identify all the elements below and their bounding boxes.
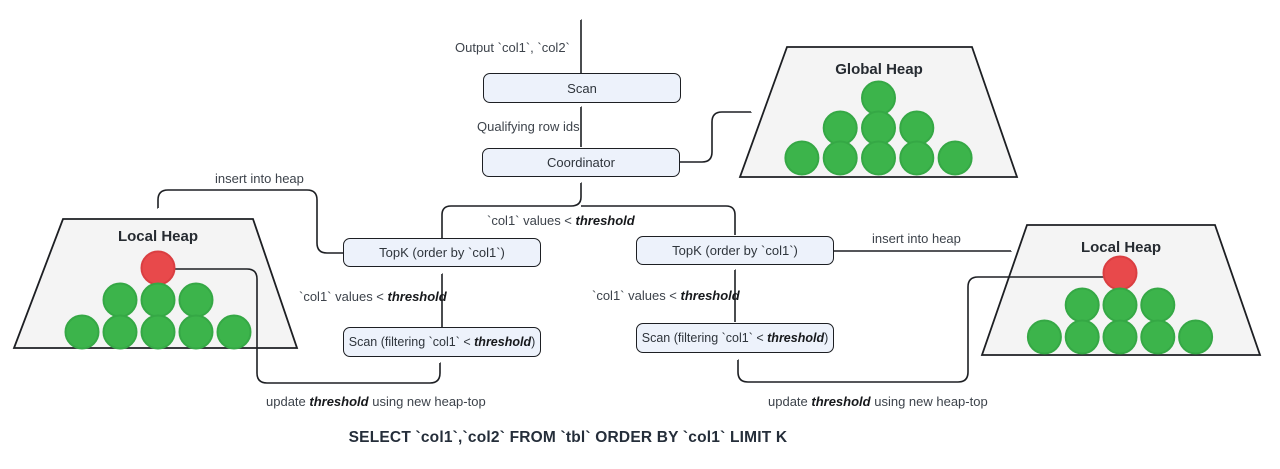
insert-into-heap-label-left: insert into heap bbox=[215, 171, 304, 186]
heap-node bbox=[1140, 319, 1176, 355]
scan-filter-right-label: Scan (filtering `col1` < threshold) bbox=[642, 331, 829, 345]
scan-output-box: Scan bbox=[483, 73, 681, 103]
scan-filter-left-em: threshold bbox=[474, 335, 532, 349]
scan-filter-right-box: Scan (filtering `col1` < threshold) bbox=[636, 323, 834, 353]
scan-filter-left-post: ) bbox=[531, 335, 536, 349]
heap-node bbox=[861, 80, 896, 116]
global-heap-nodes bbox=[784, 80, 973, 176]
threshold-label-left: `col1` values < threshold bbox=[299, 289, 447, 304]
heap-node bbox=[1140, 287, 1176, 323]
update-threshold-label-left: update threshold using new heap-top bbox=[266, 394, 486, 409]
heap-node bbox=[861, 110, 896, 146]
heap-node bbox=[1102, 319, 1138, 355]
scan-filter-left-box: Scan (filtering `col1` < threshold) bbox=[343, 327, 541, 357]
global-heap-title: Global Heap bbox=[835, 61, 923, 78]
topk-right-to-coordinator-edge bbox=[581, 205, 736, 235]
scan-filter-right-pre: Scan (filtering `col1` < bbox=[641, 331, 768, 345]
topk-left-box-label: TopK (order by `col1`) bbox=[379, 245, 505, 260]
heap-node bbox=[140, 282, 176, 318]
heap-node bbox=[784, 140, 820, 176]
local-heap-left-nodes bbox=[64, 250, 252, 350]
heap-node bbox=[178, 282, 214, 318]
scan-filter-left-label: Scan (filtering `col1` < threshold) bbox=[349, 335, 536, 349]
update-threshold-label-right: update threshold using new heap-top bbox=[768, 394, 988, 409]
heap-node bbox=[899, 110, 935, 146]
heap-node bbox=[1178, 319, 1214, 355]
threshold-center-pre: `col1` values < bbox=[487, 213, 576, 228]
scan-filter-left-pre: Scan (filtering `col1` < bbox=[348, 335, 475, 349]
update-left-pre: update bbox=[266, 394, 310, 409]
heap-node bbox=[102, 314, 138, 350]
update-right-post: using new heap-top bbox=[870, 394, 988, 409]
heap-node bbox=[1026, 319, 1062, 355]
heap-node bbox=[216, 314, 252, 350]
scan-filter-right-post: ) bbox=[824, 331, 829, 345]
topk-left-box: TopK (order by `col1`) bbox=[343, 238, 541, 267]
sql-query-caption: SELECT `col1`,`col2` FROM `tbl` ORDER BY… bbox=[348, 429, 788, 446]
update-right-em: threshold bbox=[811, 394, 871, 409]
threshold-label-right: `col1` values < threshold bbox=[592, 288, 740, 303]
heap-node bbox=[937, 140, 973, 176]
topk-left-to-coordinator-edge bbox=[441, 183, 581, 238]
heap-node bbox=[1102, 287, 1138, 323]
heap-node bbox=[102, 282, 138, 318]
heap-top-node bbox=[140, 250, 176, 286]
heap-node bbox=[140, 314, 176, 350]
heap-node bbox=[899, 140, 935, 176]
heap-node bbox=[1064, 287, 1100, 323]
threshold-right-em: threshold bbox=[680, 288, 740, 303]
threshold-label-center: `col1` values < threshold bbox=[487, 213, 635, 228]
heap-node bbox=[822, 110, 858, 146]
threshold-center-em: threshold bbox=[575, 213, 635, 228]
topk-left-insert-arrow bbox=[158, 189, 343, 254]
coordinator-to-global-heap-arrow bbox=[680, 111, 751, 163]
output-label: Output `col1`, `col2` bbox=[455, 40, 570, 55]
heap-node bbox=[178, 314, 214, 350]
heap-node bbox=[1064, 319, 1100, 355]
local-heap-right-nodes bbox=[1026, 255, 1214, 355]
threshold-right-pre: `col1` values < bbox=[592, 288, 681, 303]
update-left-em: threshold bbox=[309, 394, 369, 409]
topk-right-box-label: TopK (order by `col1`) bbox=[672, 243, 798, 258]
heap-top-node bbox=[1102, 255, 1138, 291]
qualifying-rowids-label: Qualifying row ids bbox=[477, 119, 580, 134]
topk-right-box: TopK (order by `col1`) bbox=[636, 236, 834, 265]
heap-top-left-update-arrow bbox=[174, 268, 440, 384]
insert-into-heap-label-right: insert into heap bbox=[872, 231, 961, 246]
heap-top-right-update-arrow bbox=[737, 276, 1104, 383]
local-heap-left-title: Local Heap bbox=[117, 228, 199, 245]
coordinator-box-label: Coordinator bbox=[547, 155, 615, 170]
update-right-pre: update bbox=[768, 394, 812, 409]
heap-node bbox=[861, 140, 896, 176]
scan-output-box-label: Scan bbox=[567, 80, 597, 96]
update-left-post: using new heap-top bbox=[368, 394, 486, 409]
coordinator-box: Coordinator bbox=[482, 148, 680, 177]
threshold-left-em: threshold bbox=[387, 289, 447, 304]
heap-node bbox=[822, 140, 858, 176]
threshold-left-pre: `col1` values < bbox=[299, 289, 388, 304]
heap-node bbox=[64, 314, 100, 350]
local-heap-right-title: Local Heap bbox=[1080, 239, 1162, 256]
scan-filter-right-em: threshold bbox=[767, 331, 825, 345]
